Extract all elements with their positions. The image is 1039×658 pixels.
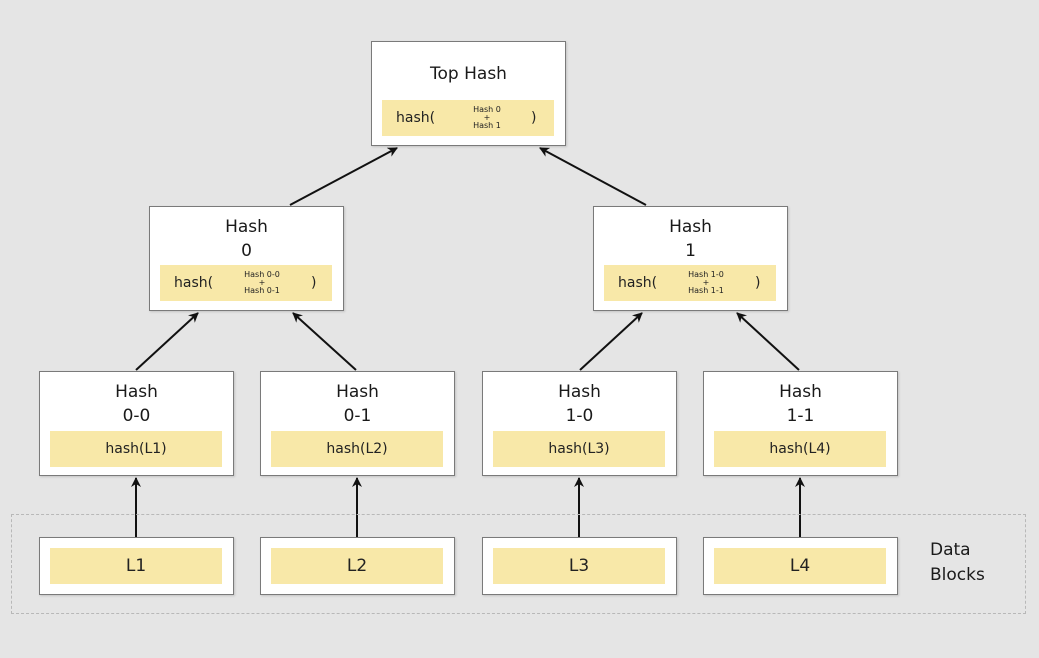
hash-value: hash(L3) (548, 441, 610, 457)
leaf-band: L2 (271, 548, 443, 584)
node-title: Hash 1-0 (483, 380, 676, 428)
hash-arg-top: Hash 0 (473, 105, 501, 114)
leaf-band: L3 (493, 548, 665, 584)
node-title-line2: 1-1 (786, 406, 815, 426)
node-title-line2: 0-0 (122, 406, 151, 426)
node-title-line1: Hash (336, 382, 379, 402)
data-blocks-region (11, 514, 1026, 614)
edge-h10-to-h1 (579, 312, 643, 371)
hash-value: hash(L4) (769, 441, 831, 457)
leaf-band: L4 (714, 548, 886, 584)
node-title-line2: 0 (241, 241, 252, 261)
hash-close-paren: ) (531, 110, 537, 126)
hash-fn-label: hash( (174, 275, 214, 291)
hash-args: Hash 1-0 + Hash 1-1 (676, 271, 736, 295)
node-hash-band: hash(L4) (714, 431, 886, 467)
node-hash-1-0: Hash 1-0 hash(L3) (482, 371, 677, 476)
data-blocks-label-line1: Data (930, 540, 971, 560)
edge-h01-to-h0 (292, 312, 357, 371)
hash-value: hash(L1) (105, 441, 167, 457)
leaf-label: L3 (568, 556, 590, 576)
leaf-l4: L4 (703, 537, 898, 595)
hash-arg-plus: + (483, 113, 491, 122)
node-hash-band: hash(L1) (50, 431, 222, 467)
hash-arg-bottom: Hash 1 (473, 121, 501, 130)
node-hash-1: Hash 1 hash( Hash 1-0 + Hash 1-1 ) (593, 206, 788, 311)
hash-arg-bottom: Hash 0-1 (244, 286, 280, 295)
hash-arg-top: Hash 1-0 (688, 270, 724, 279)
edge-h1-to-top (539, 147, 647, 206)
leaf-l3: L3 (482, 537, 677, 595)
hash-args: Hash 0-0 + Hash 0-1 (232, 271, 292, 295)
node-title: Hash 0-0 (40, 380, 233, 428)
leaf-l2: L2 (260, 537, 455, 595)
node-title-line1: Hash (115, 382, 158, 402)
hash-close-paren: ) (755, 275, 761, 291)
edge-h11-to-h1 (736, 312, 800, 371)
hash-arg-plus: + (702, 278, 710, 287)
edge-h0-to-top (289, 147, 398, 206)
node-hash-band: hash(L2) (271, 431, 443, 467)
leaf-label: L1 (125, 556, 147, 576)
node-title-line1: Hash (669, 217, 712, 237)
node-title: Hash 0 (150, 215, 343, 263)
node-hash-1-1: Hash 1-1 hash(L4) (703, 371, 898, 476)
hash-value: hash(L2) (326, 441, 388, 457)
hash-arg-bottom: Hash 1-1 (688, 286, 724, 295)
node-title: Top Hash (430, 64, 507, 84)
hash-fn-label: hash( (618, 275, 658, 291)
node-title: Hash 1-1 (704, 380, 897, 428)
node-hash-0: Hash 0 hash( Hash 0-0 + Hash 0-1 ) (149, 206, 344, 311)
node-top-hash: Top Hash hash( Hash 0 + Hash 1 ) (371, 41, 566, 146)
leaf-l1: L1 (39, 537, 234, 595)
node-hash-band: hash( Hash 0-0 + Hash 0-1 ) (160, 265, 332, 301)
hash-fn-label: hash( (396, 110, 436, 126)
node-title-line1: Hash (225, 217, 268, 237)
edge-h00-to-h0 (135, 312, 199, 371)
node-title-line2: 0-1 (343, 406, 372, 426)
node-title: Hash 1 (594, 215, 787, 263)
node-title: Hash 0-1 (261, 380, 454, 428)
node-title-line1: Hash (558, 382, 601, 402)
data-blocks-label-line2: Blocks (930, 565, 985, 585)
hash-arg-plus: + (258, 278, 266, 287)
hash-args: Hash 0 + Hash 1 (457, 106, 517, 130)
node-title-line2: 1-0 (565, 406, 594, 426)
node-title-line2: 1 (685, 241, 696, 261)
hash-arg-top: Hash 0-0 (244, 270, 280, 279)
leaf-label: L2 (346, 556, 368, 576)
node-hash-band: hash( Hash 1-0 + Hash 1-1 ) (604, 265, 776, 301)
node-hash-0-0: Hash 0-0 hash(L1) (39, 371, 234, 476)
node-hash-0-1: Hash 0-1 hash(L2) (260, 371, 455, 476)
data-blocks-label: Data Blocks (930, 538, 985, 588)
leaf-band: L1 (50, 548, 222, 584)
node-title-line1: Hash (779, 382, 822, 402)
hash-close-paren: ) (311, 275, 317, 291)
node-hash-band: hash( Hash 0 + Hash 1 ) (382, 100, 554, 136)
leaf-label: L4 (789, 556, 811, 576)
node-hash-band: hash(L3) (493, 431, 665, 467)
